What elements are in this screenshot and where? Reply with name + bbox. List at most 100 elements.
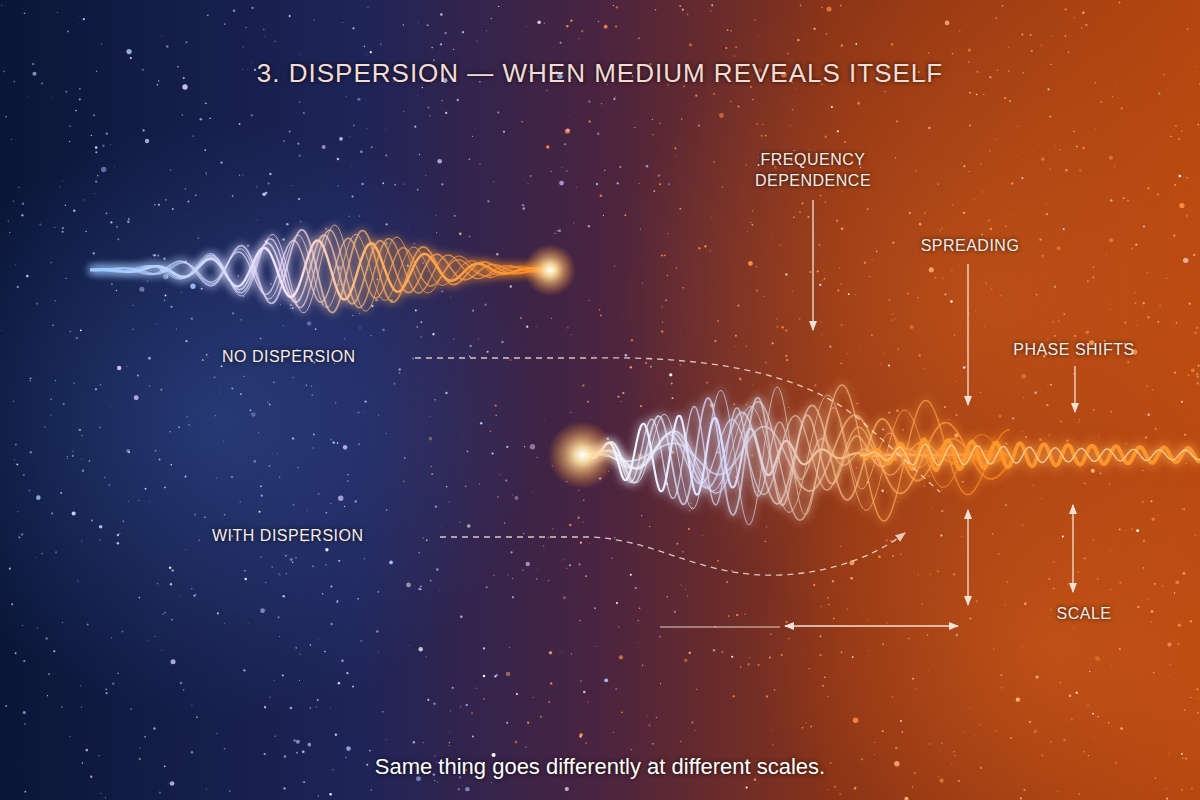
star [35, 557, 37, 559]
star [54, 300, 55, 301]
star [859, 345, 861, 347]
star [147, 280, 148, 281]
star [808, 149, 809, 150]
star [617, 396, 619, 398]
star [60, 492, 62, 494]
star [527, 722, 529, 724]
star [719, 113, 724, 118]
star [425, 656, 427, 658]
star [50, 398, 52, 400]
star [382, 182, 384, 184]
star [570, 412, 571, 413]
star [67, 456, 68, 457]
star [231, 476, 233, 478]
star [653, 190, 655, 192]
star [483, 675, 486, 678]
star [536, 578, 537, 579]
star [810, 725, 812, 727]
star [1081, 27, 1082, 28]
star [476, 687, 477, 688]
star [733, 695, 735, 697]
star [292, 307, 294, 309]
star [727, 29, 729, 31]
star [952, 204, 953, 205]
star [195, 594, 196, 595]
star [1024, 603, 1026, 605]
star [55, 551, 57, 553]
star [170, 464, 172, 466]
star [77, 22, 79, 24]
star [469, 345, 471, 347]
star [570, 20, 572, 22]
star [793, 216, 795, 218]
star [170, 583, 172, 585]
star [454, 215, 456, 217]
star [362, 385, 364, 387]
star [23, 660, 25, 662]
star [3, 71, 5, 73]
star [99, 427, 101, 429]
star [82, 470, 84, 472]
star [754, 19, 755, 20]
star [361, 183, 363, 185]
star [698, 125, 700, 127]
star [177, 66, 179, 68]
star [198, 539, 200, 541]
star [283, 787, 285, 789]
star [585, 742, 587, 744]
star [600, 120, 602, 122]
star [1135, 302, 1137, 304]
star [367, 128, 368, 129]
star [54, 227, 55, 228]
star [997, 69, 999, 71]
star [378, 415, 379, 416]
star [717, 560, 719, 562]
star [771, 342, 773, 344]
star [800, 5, 802, 7]
star [548, 580, 550, 582]
star [1089, 671, 1090, 672]
star [382, 329, 385, 332]
star [876, 251, 878, 253]
star [1065, 169, 1067, 171]
star [292, 437, 294, 439]
star [207, 15, 208, 16]
star [563, 559, 564, 560]
star [138, 597, 140, 599]
star [1162, 585, 1164, 587]
star [30, 451, 32, 453]
star [79, 429, 81, 431]
star [311, 385, 312, 386]
star [5, 705, 7, 707]
star [667, 275, 668, 276]
star [399, 372, 401, 374]
star [638, 37, 640, 39]
star [564, 143, 566, 145]
star [1020, 797, 1022, 799]
star [945, 21, 950, 26]
star [1057, 246, 1061, 250]
star [904, 797, 908, 800]
star [349, 135, 351, 137]
star [95, 388, 97, 390]
star [165, 199, 167, 201]
star [26, 275, 29, 278]
star [1158, 515, 1159, 516]
star [1097, 578, 1099, 580]
star [471, 712, 473, 714]
star [1060, 682, 1061, 683]
star [77, 581, 78, 582]
star [726, 581, 728, 583]
star [1022, 646, 1023, 647]
star [1127, 361, 1129, 363]
star [240, 319, 242, 321]
star [504, 522, 506, 524]
star [1016, 697, 1020, 701]
star [72, 511, 76, 515]
scale-arrow [785, 625, 958, 626]
star [735, 46, 737, 48]
star [251, 61, 253, 63]
star [130, 708, 132, 710]
star [1046, 404, 1048, 406]
star [65, 91, 67, 93]
